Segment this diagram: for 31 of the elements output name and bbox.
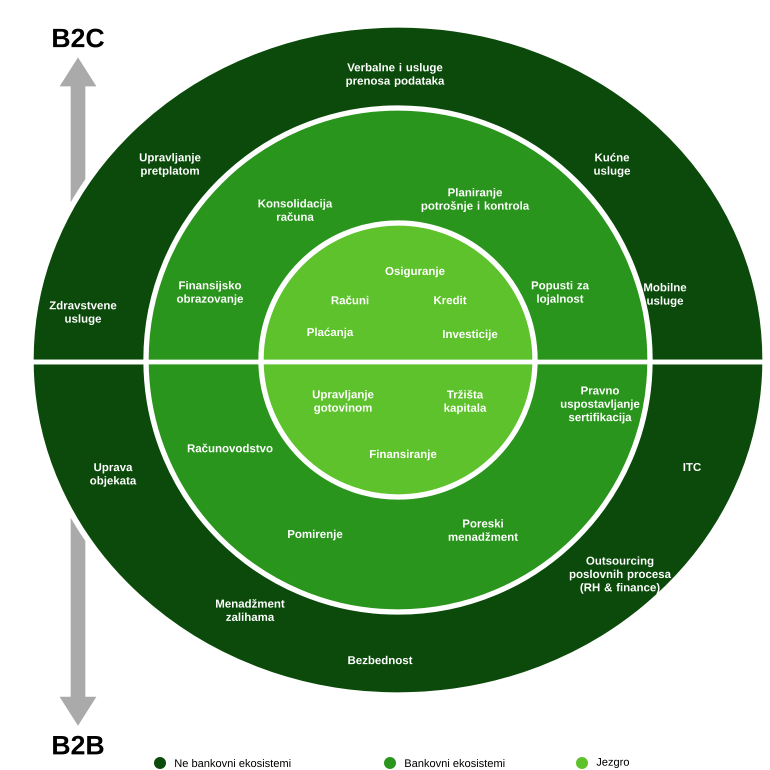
ring-label: Finansijsko obrazovanje: [176, 281, 244, 306]
ring-label: Upravljanje gotovinom: [312, 390, 374, 414]
ring-label: Upravljanje pretplatom: [140, 153, 201, 178]
ring-label: Tržišta kapitala: [444, 390, 486, 414]
ring-label: Finansiranje: [370, 450, 436, 460]
ring-label: Planiranje potrošnje i kontrola: [422, 188, 530, 212]
axis-label: B2C: [53, 28, 104, 48]
ring-label: Outsourcing poslovnih procesa (RH & finance): [570, 556, 672, 594]
ring-label: Osiguranje: [386, 266, 445, 278]
ring-label: Kredit: [434, 296, 466, 304]
legend-label: Bankovni ekosistemi: [405, 758, 504, 768]
axis-label: B2B: [53, 736, 104, 754]
ring-label: Poreski menadžment: [448, 519, 518, 541]
ring-label: Plaćanja: [308, 328, 354, 338]
ring-label: Uprava objekata: [90, 463, 136, 487]
ring-label: ITC: [684, 462, 701, 472]
ring-label: Bezbednost: [348, 656, 412, 664]
ring-label: Investicije: [443, 330, 498, 340]
ring-label: Popusti za lojalnost: [532, 281, 590, 306]
ring-label: Računi: [332, 296, 368, 304]
ring-label: Mobilne usluge: [644, 282, 686, 308]
ring-label: Pravno uspostavljanje sertifikacija: [560, 386, 640, 424]
legend-label: Jezgro: [596, 758, 630, 768]
ring-label: Verbalne i usluge prenosa podataka: [346, 63, 444, 88]
ring-label: Zdravstvene usluge: [50, 300, 116, 326]
ring-label: Pomirenje: [288, 530, 342, 540]
ring-label: Kućne usluge: [594, 152, 630, 178]
ring-label: Konsolidacija računa: [258, 199, 332, 221]
ring-label: Menadžment zalihama: [216, 599, 285, 621]
legend-label: Ne bankovni ekosistemi: [175, 758, 290, 768]
ring-label: Računovodstvo: [188, 444, 273, 452]
